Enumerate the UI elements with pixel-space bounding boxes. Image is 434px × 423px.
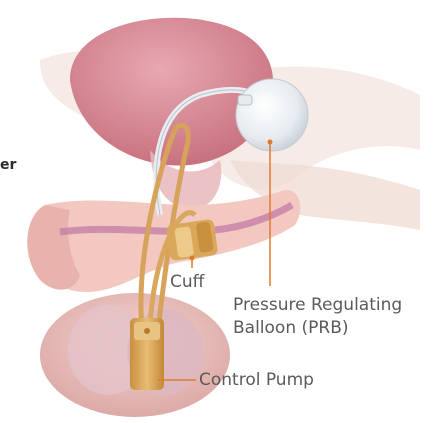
prb-connector xyxy=(238,95,252,105)
cuff-leader-dot xyxy=(190,256,195,261)
cuff-device xyxy=(166,219,219,261)
control-pump-device xyxy=(130,318,164,390)
control-pump-label: Control Pump xyxy=(199,369,314,391)
prb-leader-dot xyxy=(268,140,273,145)
prb-balloon xyxy=(236,79,308,151)
prb-label-line2: Balloon (PRB) xyxy=(233,317,349,339)
cuff-label: Cuff xyxy=(170,271,204,293)
prb-label-line1: Pressure Regulating xyxy=(233,294,402,316)
clipped-left-label: er xyxy=(0,157,16,173)
